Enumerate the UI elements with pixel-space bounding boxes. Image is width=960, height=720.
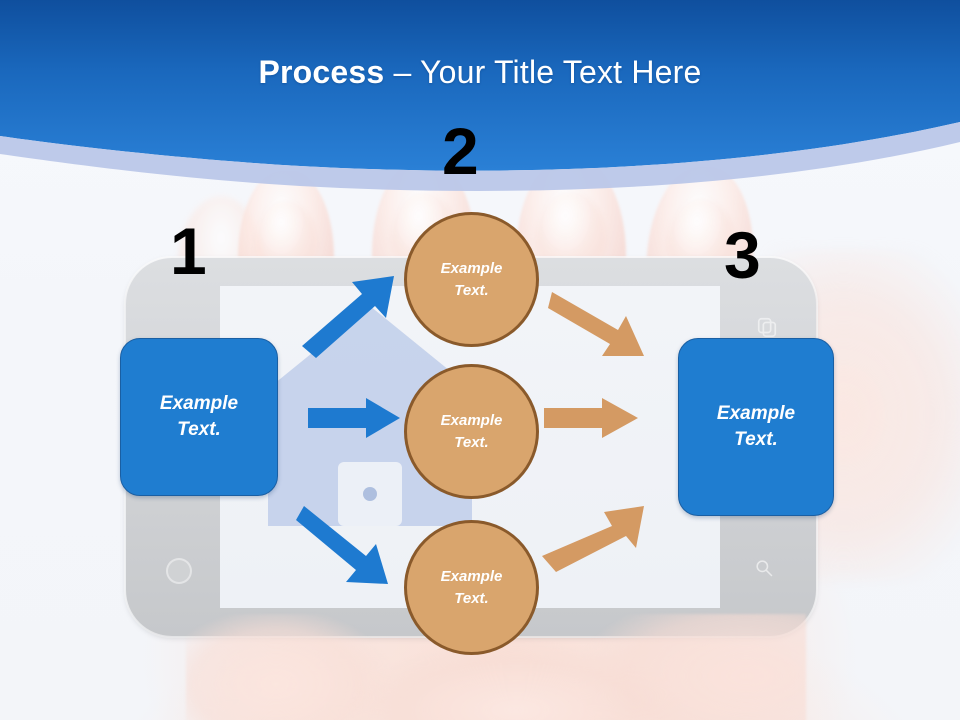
header-banner: Process – Your Title Text Here (0, 0, 960, 200)
title-light: Your Title Text Here (420, 54, 702, 90)
arrow-orange-up-right (542, 506, 644, 572)
process-circle-2[interactable]: Example Text. (404, 364, 539, 499)
page-title: Process – Your Title Text Here (0, 52, 960, 92)
arrow-blue-up-right (302, 276, 394, 358)
process-box-left[interactable]: Example Text. (120, 338, 278, 496)
process-circle-2-label: Example Text. (440, 411, 503, 451)
header-curve (0, 0, 960, 191)
process-box-right-label: Example Text. (716, 403, 796, 450)
process-circle-3-label: Example Text. (440, 567, 503, 607)
arrow-orange-right (544, 398, 638, 438)
search-icon[interactable] (754, 558, 774, 578)
process-box-right[interactable]: Example Text. (678, 338, 834, 516)
arrow-blue-right (308, 398, 400, 438)
arrow-blue-down-right (296, 506, 388, 584)
process-box-left-label: Example Text. (159, 393, 239, 440)
step-number-3: 3 (724, 218, 761, 292)
step-number-2: 2 (442, 114, 479, 188)
title-dash: – (384, 54, 421, 90)
step-number-1: 1 (170, 214, 207, 288)
arrow-orange-down-right (548, 292, 644, 356)
copy-icon[interactable] (756, 316, 778, 338)
process-circle-1-label: Example Text. (440, 259, 503, 299)
title-strong: Process (258, 54, 385, 90)
process-circle-1[interactable]: Example Text. (404, 212, 539, 347)
home-button[interactable] (166, 558, 192, 584)
process-circle-3[interactable]: Example Text. (404, 520, 539, 655)
